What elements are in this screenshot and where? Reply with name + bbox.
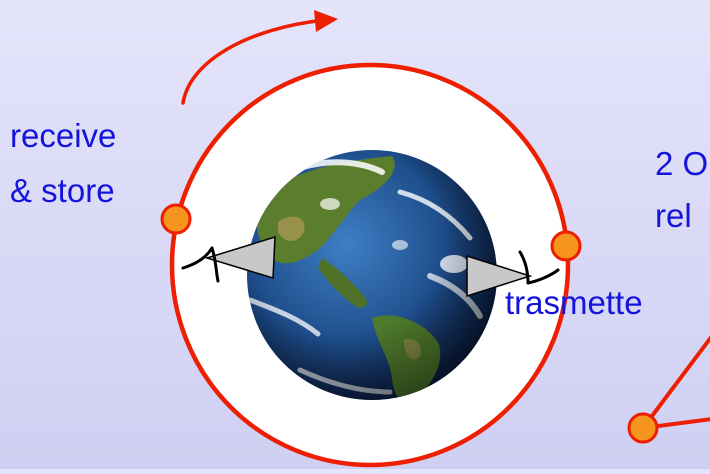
satellite-right-icon bbox=[552, 232, 580, 260]
label-right-line1: 2 O bbox=[655, 144, 708, 184]
earth-globe-icon bbox=[247, 150, 497, 401]
label-right-line2: rel bbox=[655, 196, 692, 236]
satellite-left-icon bbox=[162, 205, 190, 233]
label-store: & store bbox=[10, 171, 115, 211]
label-transmit: trasmette bbox=[505, 283, 643, 323]
satellite-relay-icon bbox=[629, 414, 657, 442]
relay-link-lines bbox=[643, 336, 710, 428]
label-receive: receive bbox=[10, 116, 116, 156]
